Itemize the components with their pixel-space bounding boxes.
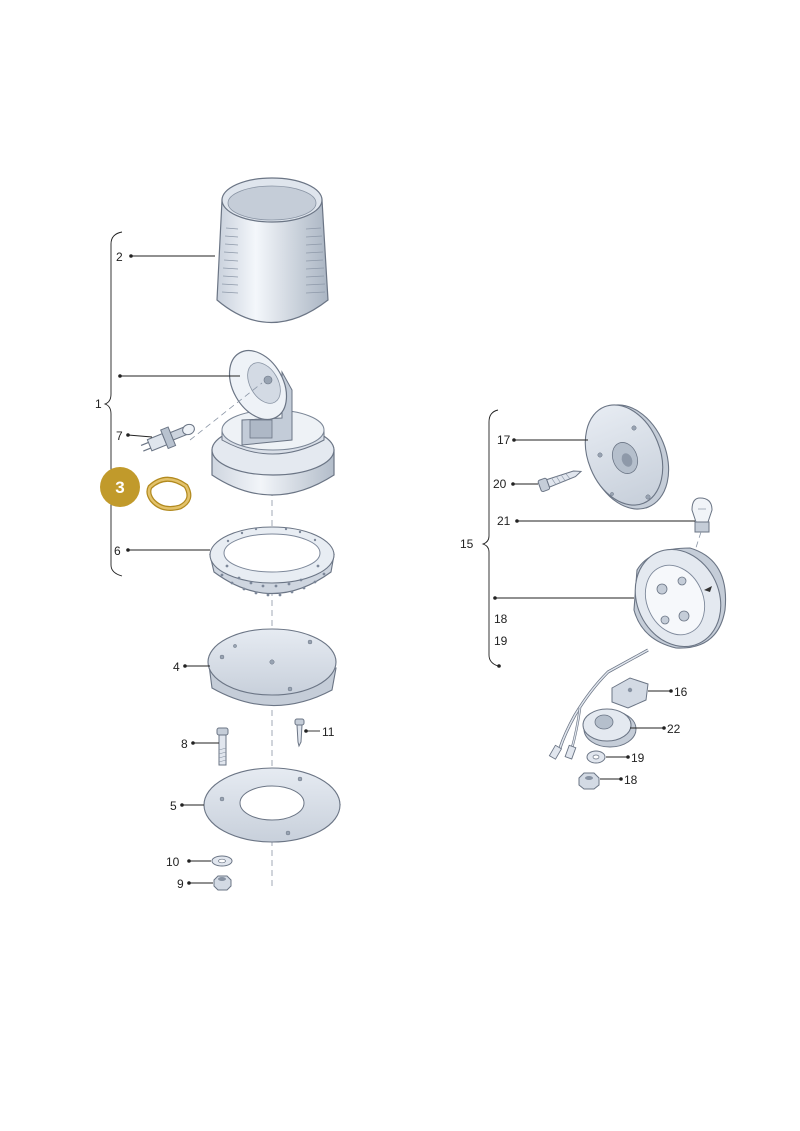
label-6: 6 <box>114 544 121 558</box>
part-20-wood-screw[interactable] <box>537 466 583 493</box>
label-19-part: 19 <box>631 751 645 765</box>
part-9-nut[interactable] <box>213 875 232 891</box>
part-4-base-plate[interactable] <box>207 628 337 707</box>
part-17-mounting-plate[interactable] <box>571 393 683 522</box>
part-18-nut[interactable] <box>578 772 600 790</box>
label-11: 11 <box>322 725 335 739</box>
label-4: 4 <box>173 660 180 674</box>
label-19-group: 19 <box>494 634 508 648</box>
label-1: 1 <box>95 397 102 411</box>
part-7-halogen-bulb[interactable] <box>138 418 197 458</box>
label-18-group: 18 <box>494 612 508 626</box>
label-16: 16 <box>674 685 688 699</box>
label-9: 9 <box>177 877 184 891</box>
label-8: 8 <box>181 737 188 751</box>
label-5: 5 <box>170 799 177 813</box>
leader-end-dot <box>497 664 501 668</box>
reflector-base-unit[interactable] <box>211 340 335 496</box>
label-17: 17 <box>497 433 511 447</box>
part-22-grommet[interactable] <box>582 708 637 748</box>
label-7: 7 <box>116 429 123 443</box>
part-16-clip[interactable] <box>611 677 649 709</box>
bracket-group-1 <box>103 231 123 577</box>
part-5-mounting-ring[interactable] <box>203 767 341 843</box>
wiring-harness[interactable] <box>548 648 649 760</box>
label-10: 10 <box>166 855 180 869</box>
part-6-gasket-ring[interactable] <box>209 526 335 597</box>
label-22: 22 <box>667 722 681 736</box>
lamp-socket-housing[interactable] <box>620 535 737 660</box>
part-21-bulb[interactable] <box>691 497 713 533</box>
part-19-washer[interactable] <box>586 750 606 764</box>
part-8-bolt[interactable] <box>216 727 229 766</box>
part-2-lens-cover[interactable] <box>216 177 329 324</box>
label-18-part: 18 <box>624 773 638 787</box>
label-21: 21 <box>497 514 511 528</box>
part-3-callout-badge[interactable]: 3 <box>100 467 140 507</box>
label-15: 15 <box>460 537 474 551</box>
part-11-screw[interactable] <box>294 718 305 748</box>
part-10-washer[interactable] <box>211 855 233 867</box>
leader-7 <box>127 434 153 438</box>
bracket-group-15 <box>481 409 499 667</box>
badge-3-label: 3 <box>115 478 124 497</box>
bulb-axis-line <box>189 382 263 441</box>
label-2: 2 <box>116 250 123 264</box>
part-3-seal-ring[interactable] <box>146 476 192 511</box>
label-20: 20 <box>493 477 507 491</box>
